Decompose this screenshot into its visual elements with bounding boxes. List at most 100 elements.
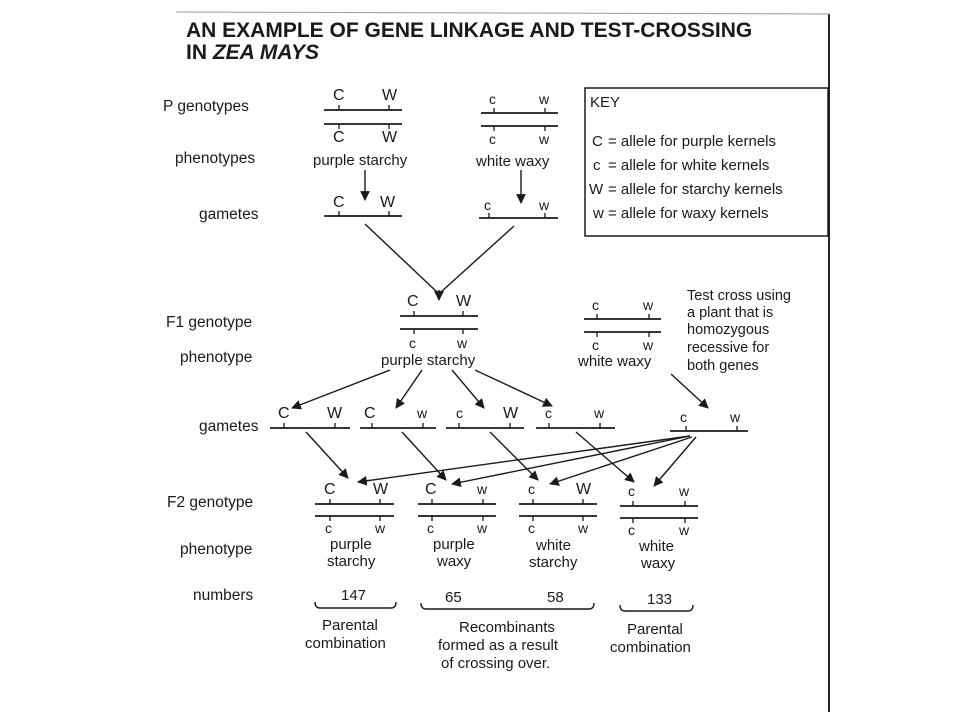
parent1-phenotype: purple starchy xyxy=(313,152,408,169)
gamete-cw: c w xyxy=(536,405,615,429)
arrow-f1-to-gamete-cw xyxy=(474,369,553,407)
f2-pheno-4b: waxy xyxy=(640,555,676,572)
bracket-recombinant xyxy=(420,602,595,610)
count-purple-starchy: 147 xyxy=(341,587,366,604)
f2-genotype-Cw-cw: C w c w xyxy=(418,481,496,536)
bracket-parental-right xyxy=(619,604,694,612)
svg-text:C: C xyxy=(333,129,345,146)
svg-text:C: C xyxy=(278,405,290,422)
title-line2: IN ZEA MAYS xyxy=(186,41,319,64)
arrow-test-to-f2-2 xyxy=(451,435,691,488)
f2-pheno-4a: white xyxy=(638,538,674,555)
row-label-phenotypes: phenotypes xyxy=(175,150,255,167)
svg-text:w: w xyxy=(538,197,550,213)
key-item-3-symbol: W xyxy=(589,181,604,198)
svg-text:w: w xyxy=(577,520,589,536)
row-label-p-genotypes: P genotypes xyxy=(163,98,249,115)
svg-text:c: c xyxy=(427,520,434,536)
svg-text:w: w xyxy=(476,481,488,497)
group-recombinant-3: of crossing over. xyxy=(441,655,550,672)
title-line2-prefix: IN xyxy=(186,41,213,64)
row-label-f1-genotype: F1 genotype xyxy=(166,314,252,331)
svg-text:W: W xyxy=(327,405,343,422)
f2-genotype-cW-cw: c W c w xyxy=(519,481,597,536)
svg-text:C: C xyxy=(324,481,336,498)
arrow-gCw-to-f2 xyxy=(401,431,447,481)
title-line1: AN EXAMPLE OF GENE LINKAGE AND TEST-CROS… xyxy=(186,19,752,42)
svg-text:w: w xyxy=(416,405,428,421)
arrow-f1-to-gamete-CW xyxy=(291,369,391,410)
svg-text:c: c xyxy=(592,337,599,353)
svg-text:w: w xyxy=(729,409,741,425)
group-parental-left-2: combination xyxy=(305,635,386,652)
svg-text:W: W xyxy=(503,405,519,422)
arrow-test-to-f2-1 xyxy=(357,435,691,486)
svg-text:w: w xyxy=(374,520,386,536)
svg-text:Test cross using: Test cross using xyxy=(687,288,791,304)
svg-text:c: c xyxy=(325,520,332,536)
group-parental-right-2: combination xyxy=(610,639,691,656)
group-recombinant-1: Recombinants xyxy=(459,619,555,636)
svg-text:c: c xyxy=(528,520,535,536)
gamete-cW: c W xyxy=(446,405,524,429)
svg-text:w: w xyxy=(642,297,654,313)
svg-text:C: C xyxy=(333,194,345,211)
key-item-1-text: = allele for purple kernels xyxy=(608,133,776,150)
row-label-gametes-1: gametes xyxy=(199,206,259,223)
bracket-parental-left xyxy=(314,601,397,609)
f2-pheno-2b: waxy xyxy=(436,553,472,570)
f1-genotype: C W c w xyxy=(400,293,478,351)
svg-text:c: c xyxy=(680,409,687,425)
svg-text:c: c xyxy=(628,483,635,499)
gamete-CW-parent1: C W xyxy=(324,194,402,217)
testcross-phenotype: white waxy xyxy=(577,353,652,370)
svg-text:c: c xyxy=(489,91,496,107)
svg-text:W: W xyxy=(576,481,592,498)
parent2-genotype: c w c w xyxy=(481,91,558,147)
arrow-gCW-to-f2 xyxy=(305,431,349,479)
svg-text:c: c xyxy=(456,405,463,421)
svg-text:W: W xyxy=(382,129,398,146)
f2-pheno-3a: white xyxy=(535,537,571,554)
f1-phenotype: purple starchy xyxy=(381,352,476,369)
svg-text:c: c xyxy=(592,297,599,313)
arrow-test-to-f2-3 xyxy=(549,436,693,486)
f2-pheno-1b: starchy xyxy=(327,553,376,570)
svg-text:C: C xyxy=(364,405,376,422)
page-edge-top xyxy=(175,11,831,15)
row-label-f1-phenotype: phenotype xyxy=(180,349,252,366)
svg-text:w: w xyxy=(456,335,468,351)
gamete-cw-testcross: c w xyxy=(670,409,748,432)
testcross-note: Test cross using a plant that is homozyg… xyxy=(687,288,791,374)
svg-text:a plant that is: a plant that is xyxy=(687,305,773,321)
svg-text:recessive for: recessive for xyxy=(687,340,769,356)
group-parental-left-1: Parental xyxy=(322,617,378,634)
svg-text:C: C xyxy=(333,87,345,104)
f2-pheno-1a: purple xyxy=(330,536,372,553)
key-item-4-symbol: w xyxy=(592,205,604,222)
row-label-f2-phenotype: phenotype xyxy=(180,541,252,558)
fertilization-line-right xyxy=(440,225,515,293)
svg-text:w: w xyxy=(678,483,690,499)
svg-text:w: w xyxy=(642,337,654,353)
row-label-f2-genotype: F2 genotype xyxy=(167,494,253,511)
svg-text:w: w xyxy=(678,522,690,538)
parent2-phenotype: white waxy xyxy=(475,153,550,170)
group-parental-right-1: Parental xyxy=(627,621,683,638)
svg-text:c: c xyxy=(484,197,491,213)
arrow-f1-to-gamete-cW xyxy=(451,369,485,409)
svg-text:both genes: both genes xyxy=(687,358,759,374)
testcross-genotype: c w c w xyxy=(584,297,661,353)
svg-text:W: W xyxy=(373,481,389,498)
gamete-Cw: C w xyxy=(360,405,436,429)
arrow-testcross-to-gamete xyxy=(670,373,709,409)
title-line2-italic: ZEA MAYS xyxy=(212,41,319,64)
svg-text:W: W xyxy=(380,194,396,211)
svg-text:c: c xyxy=(489,131,496,147)
f2-pheno-2a: purple xyxy=(433,536,475,553)
gamete-CW: C W xyxy=(270,405,350,429)
count-white-waxy: 133 xyxy=(647,591,672,608)
svg-text:W: W xyxy=(456,293,472,310)
svg-text:c: c xyxy=(528,481,535,497)
